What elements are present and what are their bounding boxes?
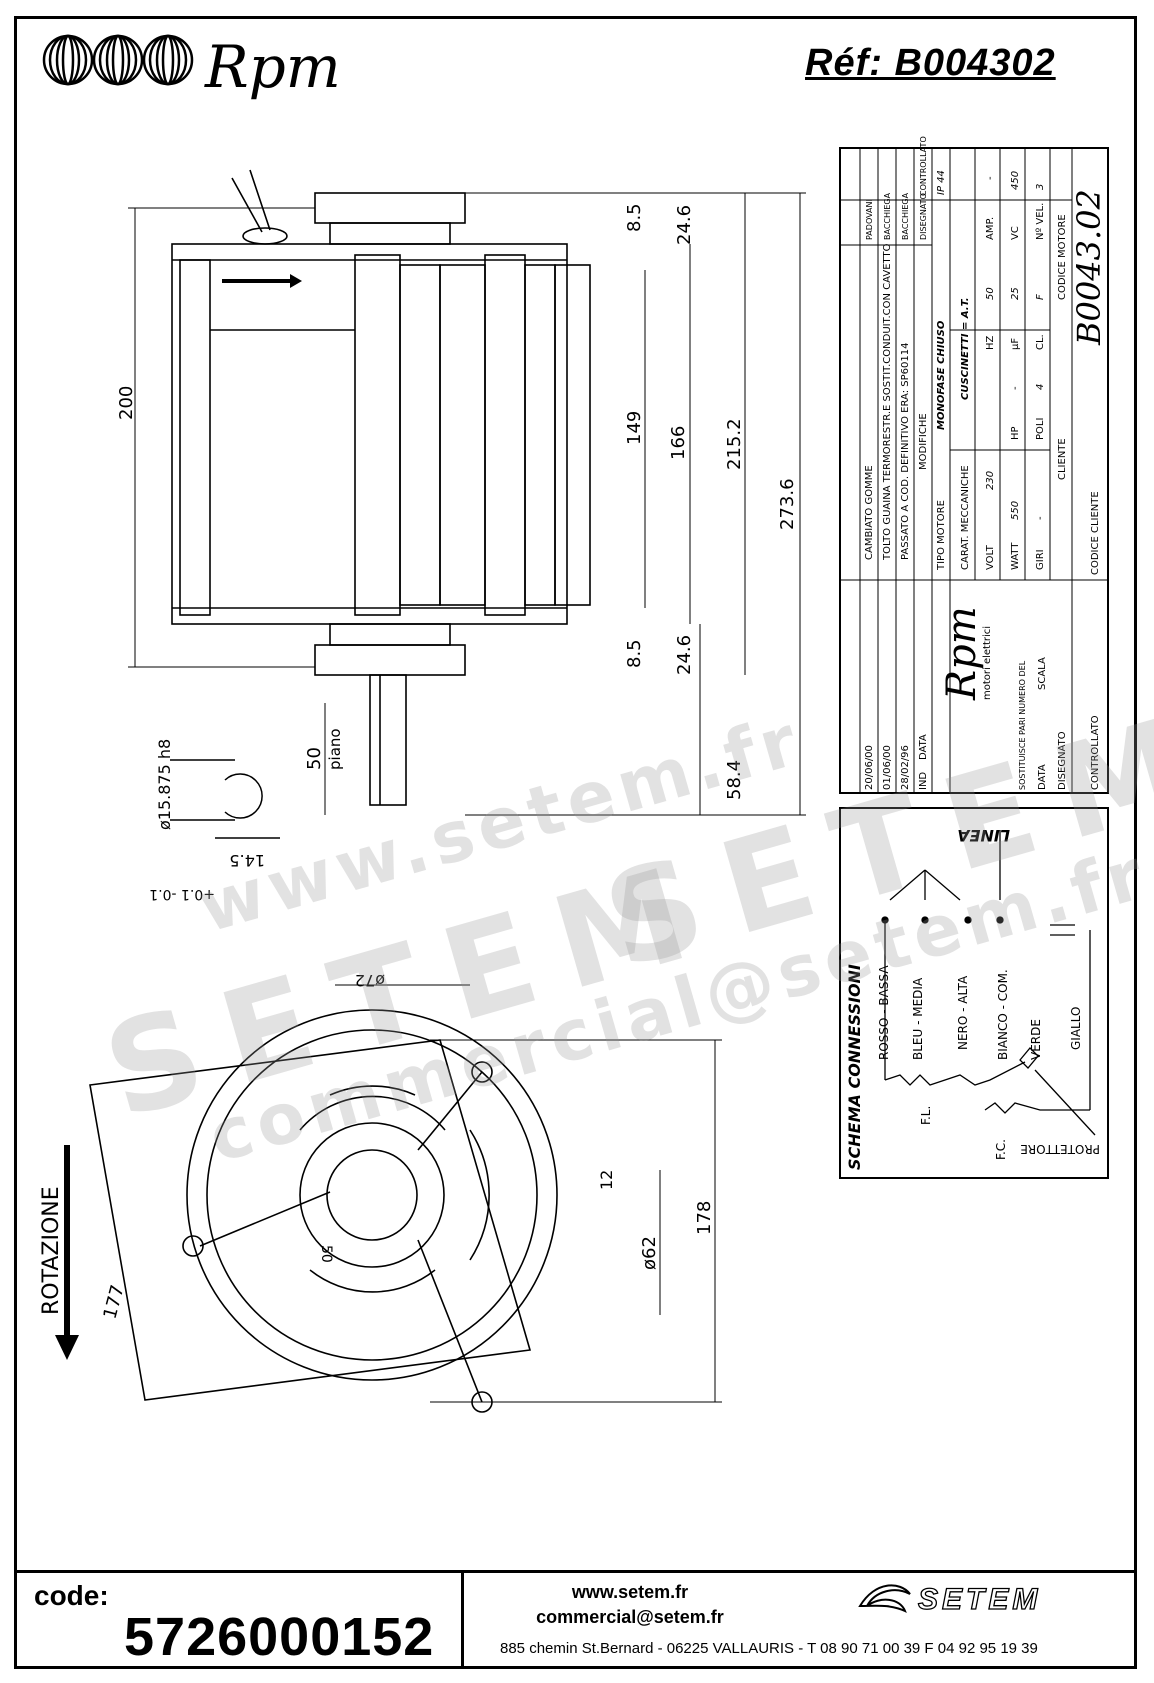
dim-24-6-bottom: 24.6	[674, 635, 695, 675]
connections-title: SCHEMA CONNESSIONI	[845, 964, 864, 1170]
rev-3-by: PADOVANI	[865, 199, 874, 240]
disegnato-label: DISEGNATO	[1057, 731, 1068, 790]
reference-number: Réf: B004302	[805, 42, 1056, 84]
rev-1-by: BACCHIEGA	[901, 192, 910, 240]
dim-8-5-bottom: 8.5	[624, 639, 645, 668]
data-label: DATA	[1037, 764, 1048, 790]
amp-value: -	[985, 176, 996, 180]
sostituisce-label: SOSTITUISCE PARI NUMERO DEL	[1018, 660, 1027, 790]
fc-label: F.C.	[994, 1139, 1008, 1160]
dim-273: 273.6	[777, 478, 798, 530]
hp-label: HP	[1010, 426, 1021, 440]
rotation-label: ROTAZIONE	[39, 1186, 64, 1315]
dim-24-6-top: 24.6	[674, 205, 695, 245]
cliente-label: CLIENTE	[1057, 438, 1068, 480]
cl-label: CL.	[1035, 334, 1046, 350]
dim-166: 166	[668, 426, 689, 460]
rev-2-date: 01/06/00	[882, 745, 893, 790]
vc-value: 450	[1010, 171, 1021, 190]
giri-value: -	[1035, 516, 1046, 520]
scala-label: SCALA	[1037, 657, 1048, 690]
dim-215: 215.2	[724, 418, 745, 470]
rev-1-desc: PASSATO A COD. DEFINITIVO ERA: SP60114	[900, 343, 911, 560]
motor-body	[171, 243, 568, 625]
footer-divider	[14, 1570, 1137, 1573]
rev-3-desc: CAMBIATO GOMME	[864, 465, 875, 560]
cl-value: F	[1035, 294, 1046, 300]
code-box	[14, 1570, 464, 1669]
controllato-header: CONTROLLATO	[919, 136, 928, 196]
giri-label: GIRI	[1035, 549, 1046, 570]
code-label: code:	[34, 1580, 109, 1611]
codice-motore-label: CODICE MOTORE	[1057, 214, 1068, 300]
wire-nero: NERO - ALTA	[956, 975, 970, 1050]
ind-header: IND	[918, 772, 929, 790]
volt-label: VOLT	[985, 544, 996, 570]
ip-value: IP 44	[936, 170, 947, 195]
dim-177: 177	[100, 1283, 129, 1322]
hz-label: HZ	[985, 335, 996, 350]
dim-12: 12	[597, 1170, 616, 1190]
dim-149: 149	[624, 411, 645, 445]
rev-2-by: BACCHIEGA	[883, 192, 892, 240]
rev-3-date: 20/06/00	[864, 745, 875, 790]
codice-motore-value: B0043.02	[1070, 189, 1108, 346]
dim-50-front: 50	[318, 1245, 334, 1263]
linea-label: LINEA	[957, 826, 1010, 845]
rev-1-date: 28/02/96	[900, 745, 911, 790]
company-sub: motori elettrici	[982, 626, 993, 700]
wire-bianco: BIANCO - COM.	[996, 969, 1010, 1060]
code-value: 5726000152	[124, 1607, 435, 1667]
dim-62: ø62	[639, 1236, 660, 1270]
rpm-coil-logo	[42, 34, 194, 86]
dim-178: 178	[694, 1201, 715, 1235]
dim-200: 200	[116, 386, 137, 420]
wire-giallo: GIALLO	[1069, 1007, 1083, 1050]
dim-58-4: 58.4	[724, 760, 745, 800]
amp-label: AMP.	[985, 217, 996, 240]
key-width: 14.5	[229, 851, 265, 870]
hz-value: 50	[985, 287, 996, 300]
tipo-motore-label: TIPO MOTORE	[936, 500, 947, 571]
modifiche-header: MODIFICHE	[918, 413, 929, 470]
volt-value: 230	[985, 471, 996, 490]
carat-label: CARAT. MECCANICHE	[960, 465, 971, 570]
watt-value: 550	[1010, 501, 1021, 520]
carat-value: CUSCINETTI = A.T.	[960, 298, 971, 401]
dim-8-5-top: 8.5	[624, 203, 645, 232]
shaft-diameter: ø15.875 h8	[155, 739, 174, 830]
plano-label: piano	[326, 728, 344, 770]
vc-label: VC	[1010, 226, 1021, 240]
setem-logo-text: SETEM	[917, 1582, 1042, 1616]
website-link[interactable]: www.setem.fr	[571, 1582, 689, 1602]
rev-2-desc: TOLTO GUAINA TERMORESTR.E SOSTIT.CONDUIT…	[882, 243, 893, 561]
poli-label: POLI	[1035, 418, 1046, 440]
dim-50: 50	[304, 747, 325, 770]
brand-name: Rpm	[205, 33, 341, 101]
uf-value: 25	[1010, 287, 1021, 300]
company-address: 885 chemin St.Bernard - 06225 VALLAURIS …	[500, 1640, 1038, 1657]
drawing-frame	[14, 16, 1137, 1669]
nvel-value: 3	[1035, 184, 1046, 190]
wire-rosso: ROSSO - BASSA	[877, 965, 891, 1060]
company-name: Rpm	[939, 606, 985, 701]
uf-label: µF	[1010, 338, 1021, 350]
email-link[interactable]: commercial@setem.fr	[536, 1607, 724, 1627]
disegnato-header: DISEGNATO	[919, 193, 928, 240]
dim-72: ø72	[355, 971, 385, 990]
wire-bleu: BLEU - MEDIA	[911, 977, 925, 1060]
fl-label: F.L.	[919, 1106, 933, 1125]
key-tolerance: +0.1 -0.1	[149, 886, 215, 902]
hp-value: -	[1010, 386, 1021, 390]
tipo-motore-value: MONOFASE CHIUSO	[936, 320, 947, 430]
data-header: DATA	[918, 734, 929, 760]
codice-cliente-label: CODICE CLIENTE	[1090, 491, 1101, 575]
poli-value: 4	[1035, 384, 1046, 390]
setem-swirl-icon	[858, 1584, 911, 1613]
protettore-label: PROTETTORE	[1020, 1142, 1100, 1156]
controllato-label: CONTROLLATO	[1090, 715, 1101, 790]
nvel-label: Nº VEL.	[1035, 203, 1046, 240]
watt-label: WATT	[1010, 542, 1021, 570]
